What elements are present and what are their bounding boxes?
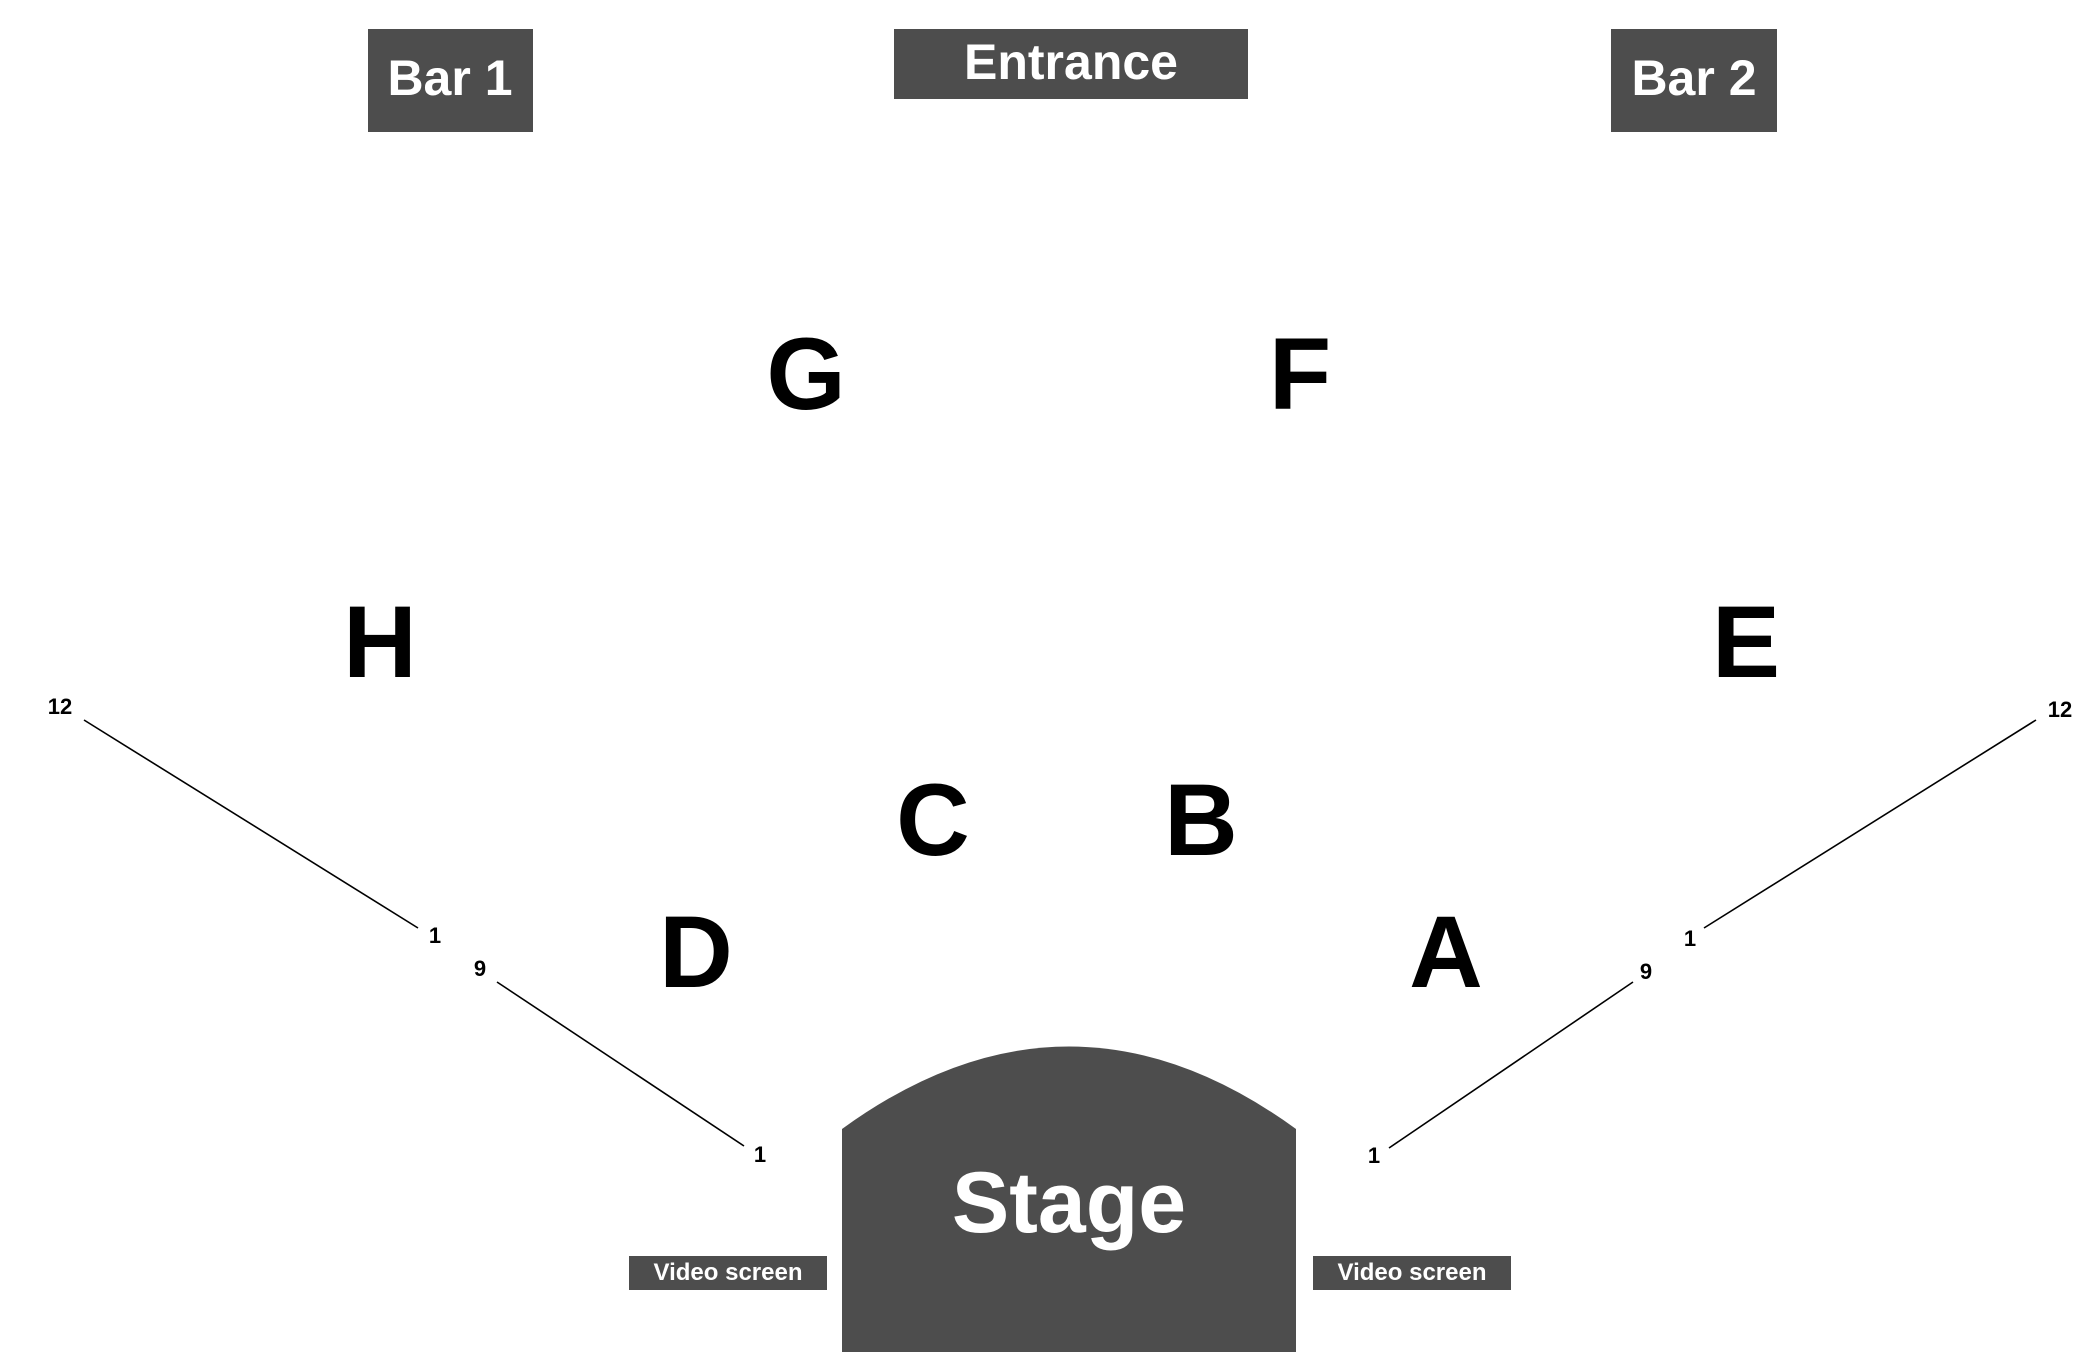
row-guide-right-upper: 12 1 xyxy=(1684,697,2072,951)
entrance[interactable]: Entrance xyxy=(894,29,1248,99)
bar-2-label: Bar 2 xyxy=(1631,50,1756,106)
stage-label: Stage xyxy=(952,1155,1186,1251)
row-guide-right-lower: 9 1 xyxy=(1368,959,1652,1168)
section-c[interactable]: C xyxy=(896,763,970,877)
video-screen-label: Video screen xyxy=(654,1259,803,1286)
row-number-9: 9 xyxy=(1640,959,1652,984)
section-d[interactable]: D xyxy=(659,895,733,1009)
video-screen-right: Video screen xyxy=(1313,1256,1511,1290)
bar-2[interactable]: Bar 2 xyxy=(1611,29,1777,132)
entrance-label: Entrance xyxy=(964,34,1178,90)
bar-1[interactable]: Bar 1 xyxy=(368,29,533,132)
row-number-9: 9 xyxy=(474,956,486,981)
section-g[interactable]: G xyxy=(766,317,845,431)
row-number-12: 12 xyxy=(2048,697,2072,722)
row-number-1: 1 xyxy=(754,1142,766,1167)
section-b[interactable]: B xyxy=(1164,763,1238,877)
bar-1-label: Bar 1 xyxy=(387,50,512,106)
stage[interactable]: Stage xyxy=(842,1046,1296,1353)
row-guide-left-upper: 12 1 xyxy=(48,694,441,948)
section-a[interactable]: A xyxy=(1409,895,1483,1009)
row-number-12: 12 xyxy=(48,694,72,719)
row-number-1: 1 xyxy=(1684,926,1696,951)
section-e[interactable]: E xyxy=(1712,585,1780,699)
video-screen-left: Video screen xyxy=(629,1256,827,1290)
row-number-1: 1 xyxy=(1368,1143,1380,1168)
row-number-1: 1 xyxy=(429,923,441,948)
section-h[interactable]: H xyxy=(343,585,417,699)
section-f[interactable]: F xyxy=(1269,317,1331,431)
video-screen-label: Video screen xyxy=(1338,1259,1487,1286)
row-guide-left-lower: 9 1 xyxy=(474,956,766,1167)
